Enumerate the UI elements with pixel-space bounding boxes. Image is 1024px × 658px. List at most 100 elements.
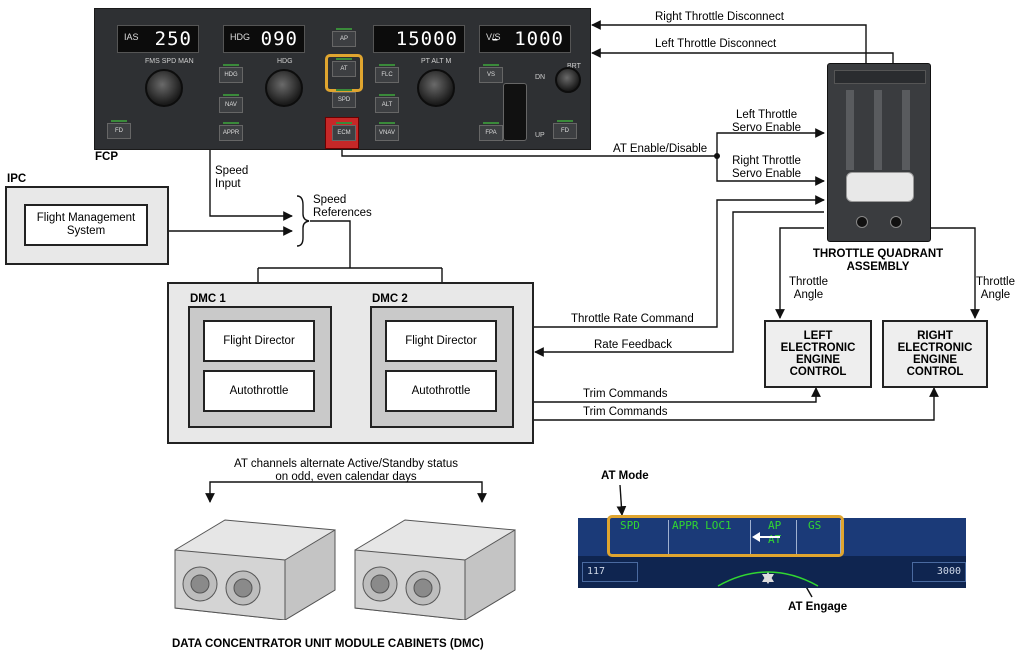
dmc1-autothrottle: Autothrottle <box>203 370 315 412</box>
dmc2-autothrottle: Autothrottle <box>385 370 497 412</box>
speed-ref-line <box>310 220 351 268</box>
speed-brace <box>296 195 310 247</box>
vnav-button[interactable]: VNAV <box>375 122 399 141</box>
left-disconnect-label: Left Throttle Disconnect <box>655 38 777 50</box>
lever-right <box>902 90 910 170</box>
fd-left-button[interactable]: FD <box>107 120 131 139</box>
left-disconnect-line <box>591 48 894 63</box>
throttle-rate-line <box>532 195 825 328</box>
hdg-tag: HDG <box>230 32 250 42</box>
speed-knob[interactable] <box>145 69 183 107</box>
ias-value: 250 <box>154 28 192 50</box>
throttle-quadrant-image <box>827 63 931 242</box>
ap-button[interactable]: AP <box>332 28 356 47</box>
throttle-handles[interactable] <box>846 172 914 202</box>
fcp-label: FCP <box>95 151 118 163</box>
pt-alt-label: PT ALT M <box>421 58 452 65</box>
hdg-display: HDG 090 <box>223 25 305 53</box>
left-eec-box: LEFT ELECTRONIC ENGINE CONTROL <box>764 320 872 388</box>
right-disconnect-label: Right Throttle Disconnect <box>655 11 784 23</box>
at-enable-junction <box>714 153 720 159</box>
spd-button[interactable]: SPD <box>332 89 356 108</box>
fd-right-button[interactable]: FD <box>553 120 577 139</box>
dmc1-flight-director: Flight Director <box>203 320 315 362</box>
ecm-button[interactable]: ECM <box>332 122 356 141</box>
throttle-rate-label: Throttle Rate Command <box>571 313 694 325</box>
speed-input-label: Speed Input <box>215 165 249 190</box>
at-arrow-icon <box>752 532 780 542</box>
heading-knob[interactable] <box>265 69 303 107</box>
fma-divider-2 <box>750 520 751 554</box>
up-label: UP <box>535 132 545 139</box>
at-mode-pointer <box>616 484 627 516</box>
fma-highlight <box>607 515 844 557</box>
pfd-strip: 117 3000 <box>578 518 966 588</box>
pfd-altitude-readout: 3000 <box>912 562 966 582</box>
fma-divider-3 <box>796 520 797 554</box>
fma-divider-1 <box>668 520 669 554</box>
fpa-button[interactable]: FPA <box>479 122 503 141</box>
alt-button[interactable]: ALT <box>375 94 399 113</box>
speed-references-label: Speed References <box>313 194 372 219</box>
throttle-angle-right-label: Throttle Angle <box>976 276 1015 301</box>
hdg-button[interactable]: HDG <box>219 64 243 83</box>
right-switch[interactable] <box>890 216 902 228</box>
alt-value: 15000 <box>395 28 458 50</box>
dmc-cabinets-image <box>174 519 516 620</box>
rate-feedback-line <box>534 211 824 357</box>
hdg-value: 090 <box>260 28 298 50</box>
throttle-angle-left-label: Throttle Angle <box>789 276 828 301</box>
left-servo-line <box>716 128 825 156</box>
left-switch[interactable] <box>856 216 868 228</box>
at-enable-label: AT Enable/Disable <box>613 143 708 155</box>
speed-input-line <box>209 150 293 221</box>
appr-button[interactable]: APPR <box>219 122 243 141</box>
ias-display: IAS 250 <box>117 25 199 53</box>
vs-thumbwheel[interactable] <box>503 83 527 141</box>
at-button[interactable]: AT <box>332 58 356 77</box>
throttle-angle-left-line <box>775 227 824 319</box>
ipc-label: IPC <box>7 173 27 185</box>
ias-tag: IAS <box>124 32 139 42</box>
cabinets-caption: DATA CONCENTRATOR UNIT MODULE CABINETS (… <box>172 638 484 650</box>
fma-divider-4 <box>840 520 841 554</box>
fms-box: Flight Management System <box>24 204 148 246</box>
fma-lateral: APPR LOC1 <box>672 519 732 532</box>
tqa-top-rail <box>834 70 926 84</box>
altitude-knob[interactable] <box>417 69 455 107</box>
vs-value: - 1000 <box>489 28 564 50</box>
pfd-speed-readout: 117 <box>582 562 638 582</box>
rate-feedback-label: Rate Feedback <box>594 339 672 351</box>
dmc2-flight-director: Flight Director <box>385 320 497 362</box>
trim-commands-2-label: Trim Commands <box>583 406 668 418</box>
brt-label: BRT <box>567 63 581 70</box>
dmc2-label: DMC 2 <box>372 293 408 305</box>
trim-commands-1-label: Trim Commands <box>583 388 668 400</box>
vs-tag: V/S <box>486 32 501 42</box>
at-mode-label: AT Mode <box>601 470 649 482</box>
nav-button[interactable]: NAV <box>219 94 243 113</box>
flight-control-panel: IAS 250 HDG 090 15000 V/S - 1000 FMS SPD… <box>94 8 591 150</box>
left-servo-label: Left Throttle Servo Enable <box>732 109 802 134</box>
hdg-knob-label: HDG <box>277 58 293 65</box>
tqa-label: THROTTLE QUADRANT ASSEMBLY <box>812 248 944 273</box>
lever-center <box>874 90 882 170</box>
dn-label: DN <box>535 74 546 81</box>
flc-button[interactable]: FLC <box>375 64 399 83</box>
right-servo-line <box>716 156 825 186</box>
vs-button[interactable]: VS <box>479 64 503 83</box>
throttle-angle-right-line <box>929 227 980 319</box>
roll-scale-icon <box>717 571 819 587</box>
fma-ap: AP <box>768 519 782 532</box>
trim-right-line <box>532 387 939 421</box>
trim-left-line <box>532 387 821 403</box>
right-disconnect-line <box>591 20 867 63</box>
brightness-knob[interactable] <box>555 67 581 93</box>
dmc1-label: DMC 1 <box>190 293 226 305</box>
alternate-note: AT channels alternate Active/Standby sta… <box>234 458 458 483</box>
fms-spd-man-label: FMS SPD MAN <box>145 58 194 65</box>
fma-gs: GS <box>808 519 822 532</box>
fma-spd: SPD <box>620 519 640 532</box>
at-engage-label: AT Engage <box>788 601 848 613</box>
